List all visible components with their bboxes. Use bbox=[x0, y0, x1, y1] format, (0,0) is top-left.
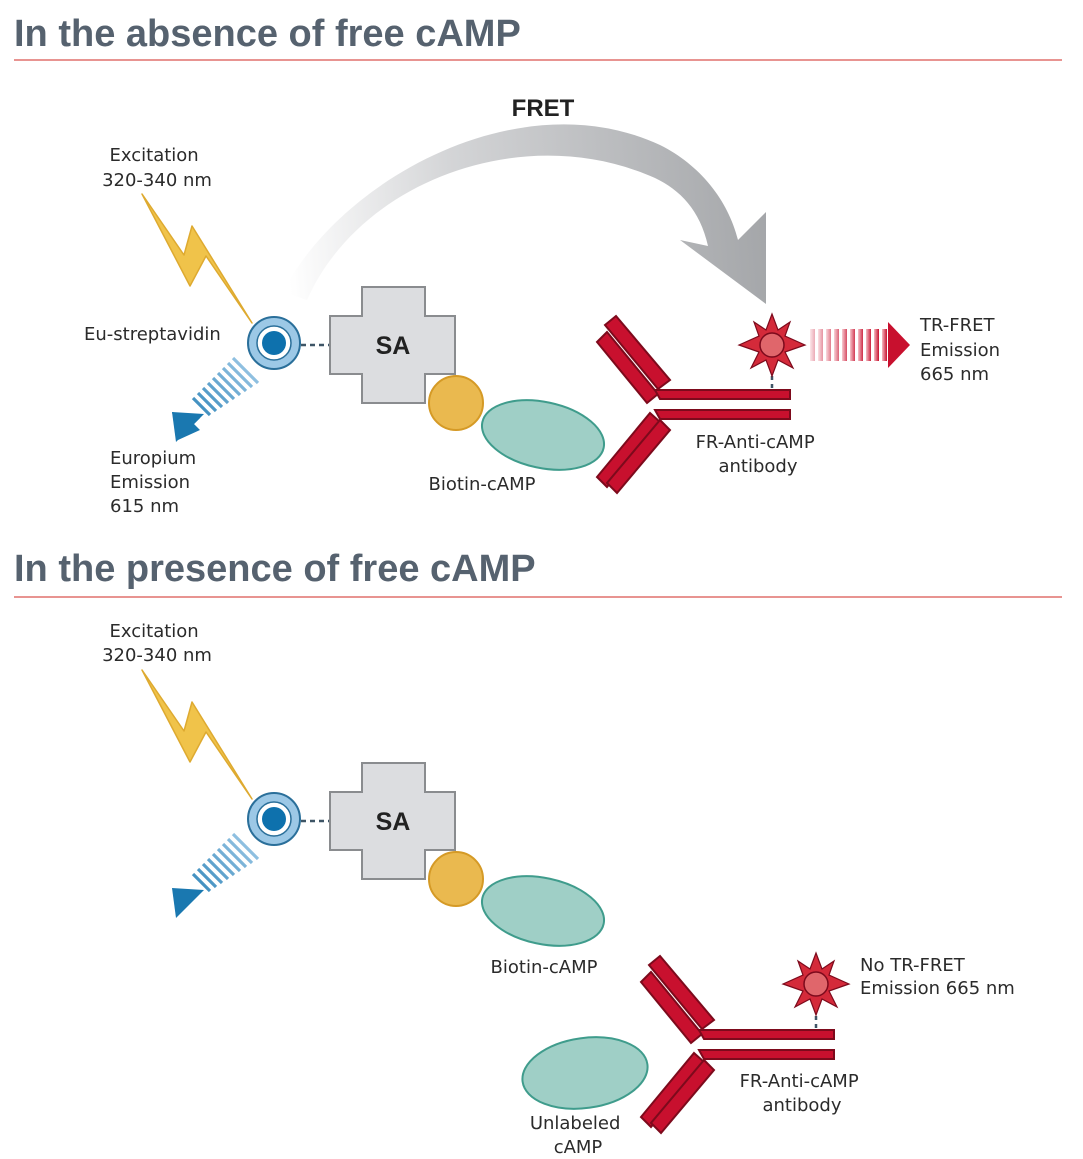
biotin-dot bbox=[428, 851, 484, 907]
excitation-label: Excitation 320-340 nm bbox=[102, 145, 212, 191]
fluorophore-starburst-icon bbox=[781, 951, 851, 1017]
streptavidin-shape bbox=[329, 762, 456, 880]
europium-chelate bbox=[247, 792, 301, 846]
lightning-icon bbox=[141, 669, 253, 800]
section-absence: In the absence of free cAMP FRET Excitat… bbox=[14, 13, 1062, 517]
europium-emission-label: Europium Emission 615 nm bbox=[110, 448, 202, 517]
camp-ellipse bbox=[480, 399, 606, 471]
europium-chelate bbox=[247, 316, 301, 370]
biotin-camp-label: Biotin-cAMP bbox=[491, 957, 598, 978]
streptavidin-shape bbox=[329, 286, 456, 404]
fr-anti-camp-antibody bbox=[639, 954, 835, 1135]
fret-arrow bbox=[283, 124, 766, 304]
excitation-label: Excitation 320-340 nm bbox=[102, 621, 212, 666]
section-title-absence: In the absence of free cAMP bbox=[14, 13, 521, 55]
antibody-label: FR-Anti-cAMP antibody bbox=[696, 432, 821, 477]
europium-emission-arrow bbox=[172, 832, 260, 918]
biotin-camp-label: Biotin-cAMP bbox=[429, 474, 536, 495]
fluorophore-starburst-icon bbox=[737, 312, 807, 378]
unlabeled-camp-label: Unlabeled cAMP bbox=[530, 1113, 626, 1158]
sa-label: SA bbox=[376, 332, 411, 360]
europium-emission-arrow bbox=[172, 356, 260, 442]
lightning-icon bbox=[141, 193, 253, 324]
tr-fret-emission-label: TR-FRET Emission 665 nm bbox=[919, 315, 1006, 385]
sa-label: SA bbox=[376, 808, 411, 836]
section-title-presence: In the presence of free cAMP bbox=[14, 548, 536, 590]
biotin-dot bbox=[428, 375, 484, 431]
antibody-label: FR-Anti-cAMP antibody bbox=[740, 1071, 865, 1116]
section-presence: In the presence of free cAMP Excitation … bbox=[14, 548, 1062, 1158]
tr-fret-emission-arrow bbox=[810, 322, 910, 368]
no-tr-fret-label: No TR-FRET Emission 665 nm bbox=[860, 955, 1015, 999]
camp-ellipse bbox=[480, 875, 606, 947]
fret-label: FRET bbox=[512, 95, 575, 122]
fr-anti-camp-antibody bbox=[595, 314, 791, 495]
eu-streptavidin-label: Eu-streptavidin bbox=[84, 324, 221, 345]
unlabeled-camp-ellipse bbox=[521, 1036, 649, 1110]
